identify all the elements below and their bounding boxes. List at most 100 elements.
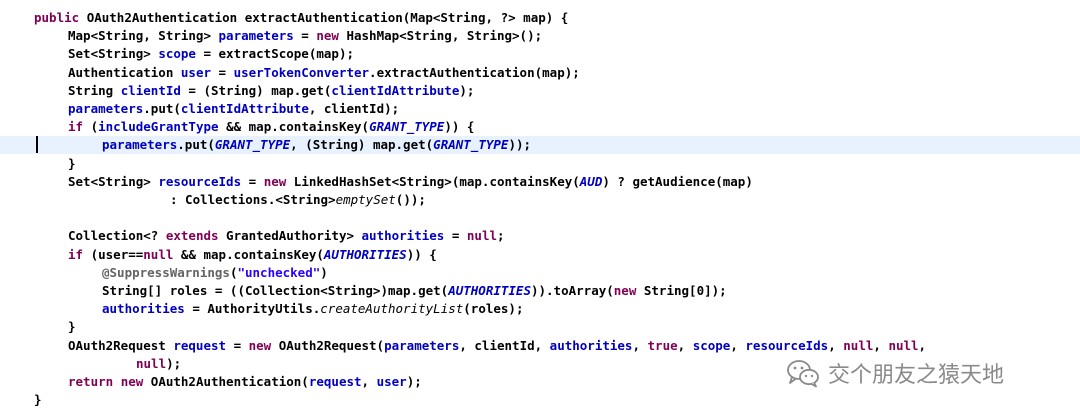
- code-token: );: [406, 374, 422, 389]
- code-token: Set<String>: [68, 173, 159, 189]
- code-line[interactable]: String[] roles = ((Collection<String>)ma…: [0, 282, 1080, 300]
- code-token: parameters: [218, 28, 294, 44]
- code-line[interactable]: parameters.put(GRANT_TYPE, (String) map.…: [0, 136, 1080, 155]
- code-line[interactable]: }: [0, 318, 1080, 336]
- code-token: OAuth2Authentication extractAuthenticati…: [86, 10, 569, 25]
- code-token: ));: [508, 137, 532, 153]
- code-token: = AuthorityUtils.: [184, 301, 321, 317]
- code-token: HashMap<String, String>();: [338, 28, 543, 44]
- code-text: parameters.put(clientIdAttribute, client…: [68, 100, 399, 118]
- code-token: = (String) map.get(: [180, 82, 332, 98]
- code-text: Set<String> resourceIds = new LinkedHash…: [68, 173, 753, 191]
- code-token: user: [180, 64, 211, 80]
- code-token: emptySet: [335, 192, 396, 207]
- code-token: );: [166, 355, 182, 371]
- code-token: && map.containsKey(: [173, 246, 324, 262]
- code-token: if: [68, 119, 84, 135]
- code-line[interactable]: String clientId = (String) map.get(clien…: [0, 82, 1080, 100]
- code-token: public: [34, 10, 87, 25]
- code-token: clientIdAttribute: [180, 101, 309, 116]
- code-line[interactable]: if (user==null && map.containsKey(AUTHOR…: [0, 246, 1080, 264]
- code-token: AUTHORITIES: [448, 283, 531, 298]
- code-token: resourceIds: [745, 337, 829, 353]
- code-text: @SuppressWarnings("unchecked"): [102, 264, 328, 282]
- code-token: null: [843, 337, 874, 353]
- code-token: =: [444, 228, 467, 244]
- code-line[interactable]: : Collections.<String>emptySet());: [0, 191, 1080, 209]
- code-line[interactable]: @SuppressWarnings("unchecked"): [0, 264, 1080, 282]
- code-token: ,: [361, 374, 377, 389]
- code-token: request: [308, 374, 362, 389]
- code-line[interactable]: Map<String, String> parameters = new Has…: [0, 27, 1080, 45]
- code-line[interactable]: null);: [0, 355, 1080, 373]
- code-token: Set<String>: [68, 46, 159, 62]
- code-token: );: [459, 82, 475, 98]
- code-token: authorities: [549, 337, 633, 353]
- code-token: includeGrantType: [98, 119, 219, 135]
- code-token: .extractAuthentication(map);: [369, 64, 580, 80]
- code-token: GrantedAuthority>: [218, 228, 362, 244]
- code-line[interactable]: }: [0, 155, 1080, 173]
- code-token: && map.containsKey(: [218, 119, 370, 135]
- code-token: new: [613, 283, 637, 298]
- code-token: Map<String, String>: [68, 28, 219, 44]
- code-line[interactable]: }: [0, 391, 1080, 409]
- code-text: Map<String, String> parameters = new Has…: [68, 27, 542, 45]
- code-token: , (String) map.get(: [290, 137, 434, 153]
- code-token: extends: [165, 228, 219, 244]
- code-token: parameters: [102, 137, 178, 153]
- code-line[interactable]: [0, 209, 1080, 227]
- code-token: @SuppressWarnings: [102, 264, 230, 280]
- code-token: user: [376, 374, 407, 389]
- code-token: ,: [730, 337, 746, 353]
- code-token: OAuth2Request(: [271, 337, 385, 353]
- wechat-icon: [787, 360, 819, 388]
- code-line[interactable]: return new OAuth2Authentication(request,…: [0, 373, 1080, 391]
- code-line[interactable]: Set<String> resourceIds = new LinkedHash…: [0, 173, 1080, 191]
- code-token: null: [466, 228, 498, 244]
- code-line[interactable]: Collection<? extends GrantedAuthority> a…: [0, 227, 1080, 245]
- code-token: ,: [632, 337, 648, 353]
- code-token: "unchecked": [237, 264, 321, 280]
- code-line[interactable]: if (includeGrantType && map.containsKey(…: [0, 118, 1080, 136]
- code-token: =: [241, 173, 264, 189]
- code-line[interactable]: public OAuth2Authentication extractAuthe…: [0, 9, 1080, 27]
- code-token: (roles);: [463, 301, 524, 317]
- code-text: Set<String> scope = extractScope(map);: [68, 45, 354, 63]
- code-line[interactable]: parameters.put(clientIdAttribute, client…: [0, 100, 1080, 118]
- code-token: if: [68, 246, 84, 262]
- code-text: }: [68, 155, 76, 173]
- code-token: authorities: [102, 301, 185, 317]
- code-token: ) ? getAudience(map): [602, 173, 753, 189]
- code-line[interactable]: OAuth2Request request = new OAuth2Reques…: [0, 337, 1080, 355]
- code-token: ;: [497, 228, 505, 244]
- code-token: , clientId);: [308, 101, 400, 116]
- code-token: clientId: [120, 82, 181, 98]
- code-token: )).toArray(: [530, 283, 614, 298]
- code-token: ,: [873, 337, 889, 353]
- code-token: (user==: [83, 246, 144, 262]
- code-token: OAuth2Authentication(: [143, 374, 309, 389]
- code-token: : Collections.<String>: [170, 192, 336, 207]
- watermark-text: 交个朋友之猿天地: [828, 363, 1005, 388]
- code-token: = extractScope(map);: [195, 46, 354, 62]
- code-token: new: [316, 28, 339, 44]
- code-token: Authentication: [68, 64, 181, 80]
- code-token: ());: [395, 192, 426, 207]
- code-text: if (user==null && map.containsKey(AUTHOR…: [68, 246, 437, 264]
- code-token: true: [647, 337, 678, 353]
- code-text: : Collections.<String>emptySet());: [170, 191, 426, 209]
- code-token: (: [83, 119, 99, 135]
- code-token: String: [68, 82, 121, 98]
- code-line[interactable]: Authentication user = userTokenConverter…: [0, 64, 1080, 82]
- watermark: 交个朋友之猿天地: [786, 358, 1004, 388]
- code-line[interactable]: Set<String> scope = extractScope(map);: [0, 45, 1080, 63]
- code-token: =: [226, 337, 249, 353]
- code-token: parameters: [384, 337, 460, 353]
- code-token: )) {: [406, 246, 437, 262]
- code-token: request: [173, 337, 227, 353]
- code-line[interactable]: authorities = AuthorityUtils.createAutho…: [0, 300, 1080, 318]
- code-token: }: [34, 392, 42, 408]
- code-token: ,: [677, 337, 693, 353]
